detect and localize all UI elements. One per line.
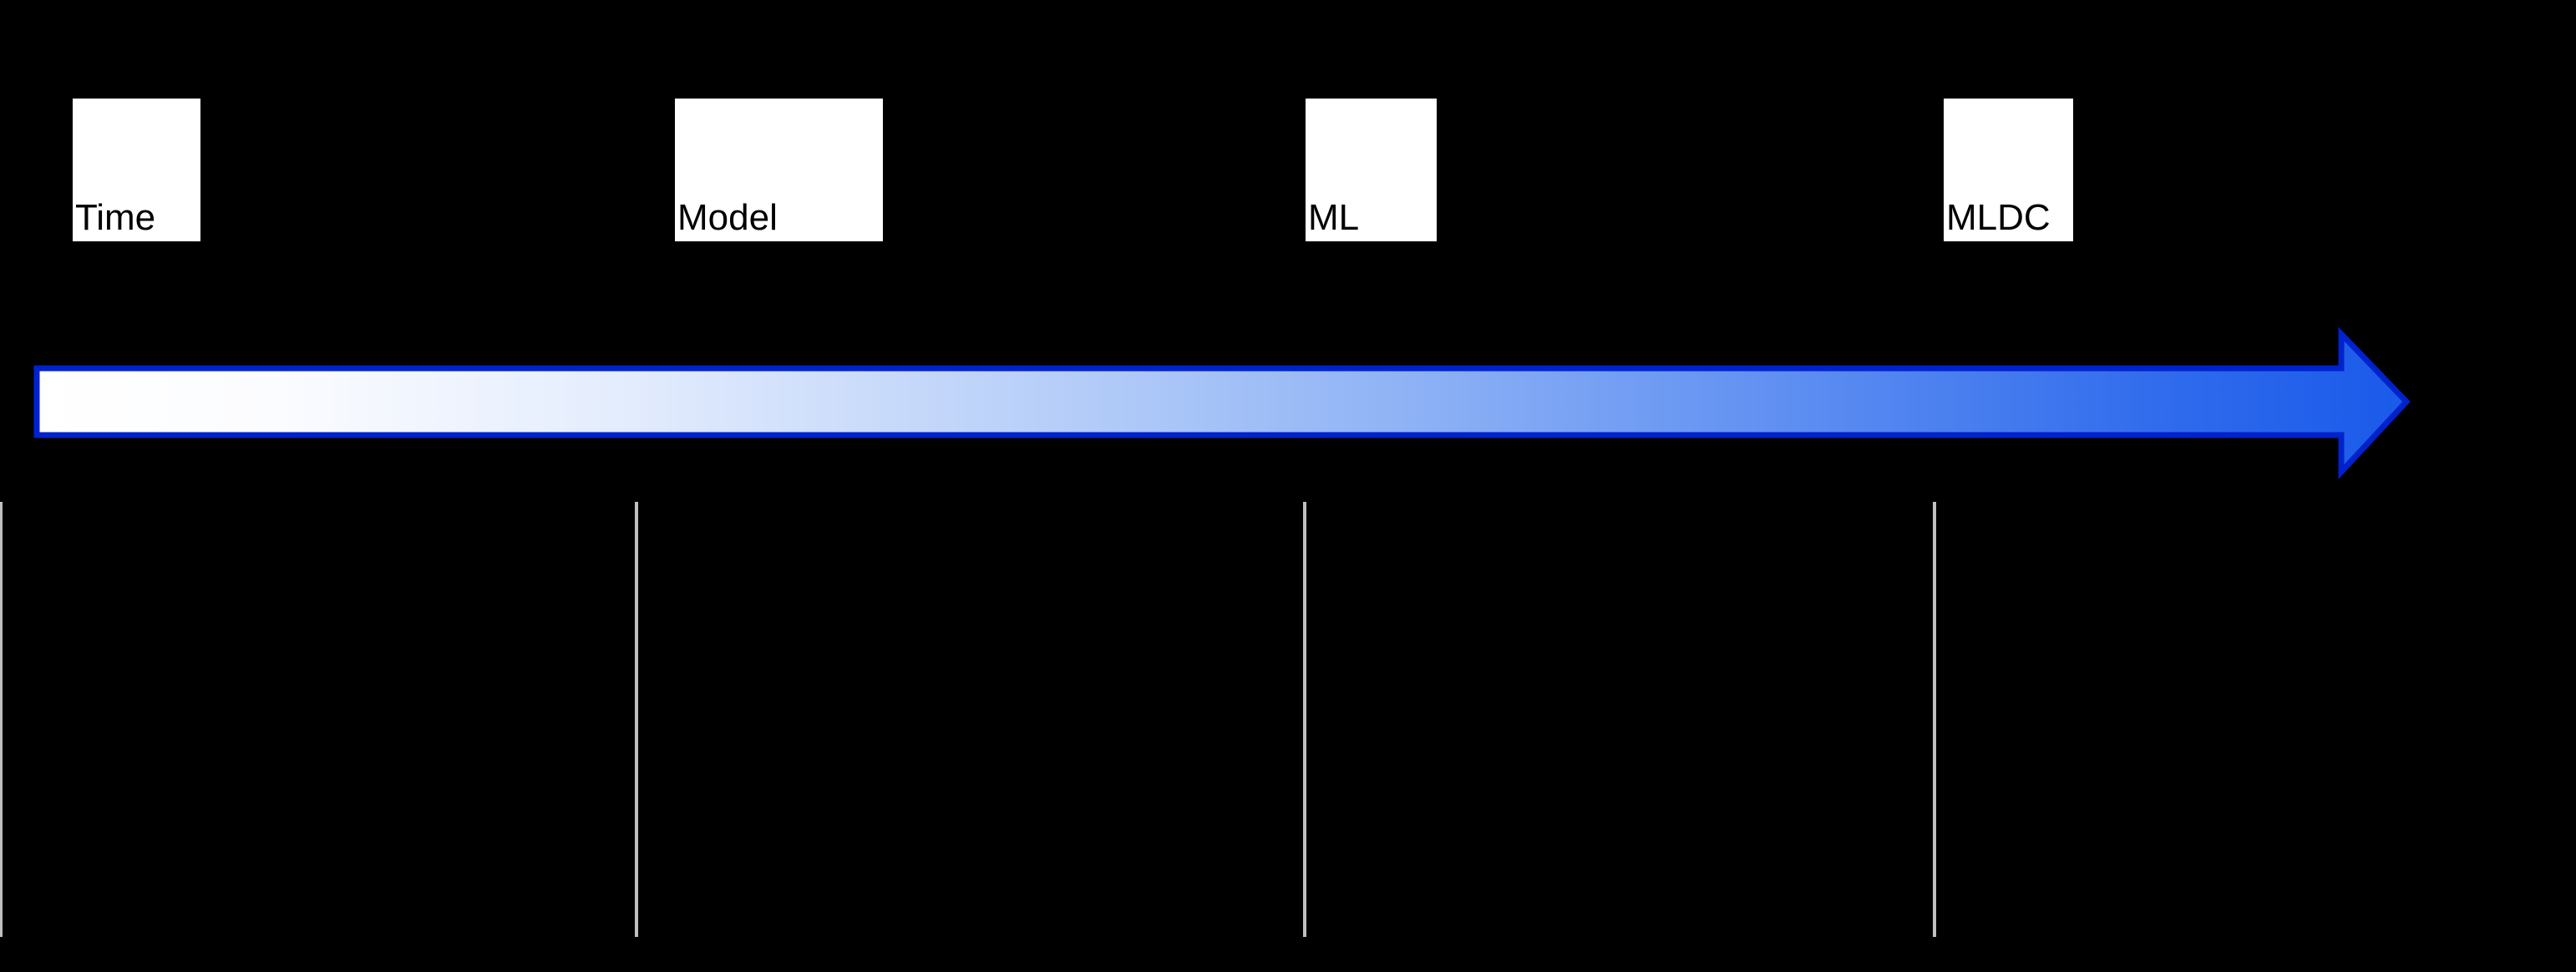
progress-arrow-icon (0, 326, 2422, 484)
column-divider (1933, 502, 1936, 937)
column-divider (1303, 502, 1306, 937)
label-box-ml-defect-rate: ML defect rate (1306, 99, 1437, 524)
label-line: time (677, 483, 748, 524)
label-line: time (1946, 483, 2016, 524)
column-divider (635, 502, 638, 937)
label-line: Model (677, 197, 778, 238)
label-line: Time (75, 197, 156, 238)
label-box-time-to-poc: Time to POC (73, 99, 200, 524)
label-box-mldc-cycle-time: MLDC cycle time (1944, 99, 2073, 524)
label-line: POC (75, 483, 155, 524)
label-line: MLDC (1946, 197, 2051, 238)
label-line: rate (1308, 483, 1372, 524)
column-divider (0, 502, 3, 937)
label-line: ML (1308, 197, 1360, 238)
label-box-model-deployment-time: Model deployment time (675, 99, 883, 524)
